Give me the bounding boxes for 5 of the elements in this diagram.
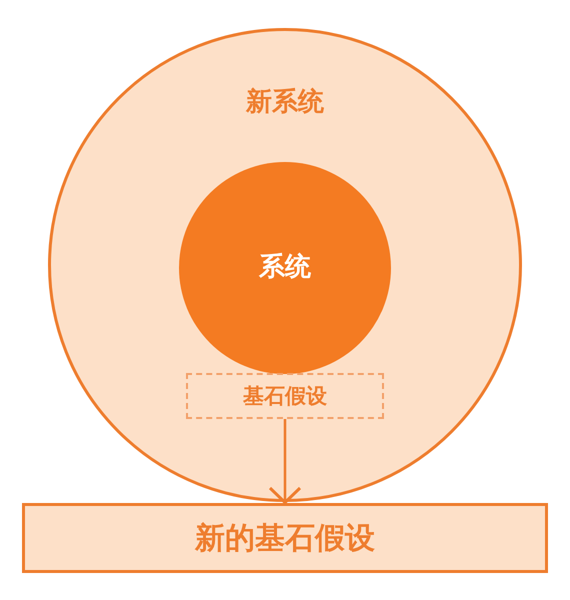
process-box: 新的基石假设 (22, 503, 548, 573)
dashed-box: 基石假设 (186, 373, 384, 419)
arrow (268, 419, 302, 504)
node-label: 新系统 (246, 87, 324, 119)
node-label: 系统 (259, 252, 311, 284)
